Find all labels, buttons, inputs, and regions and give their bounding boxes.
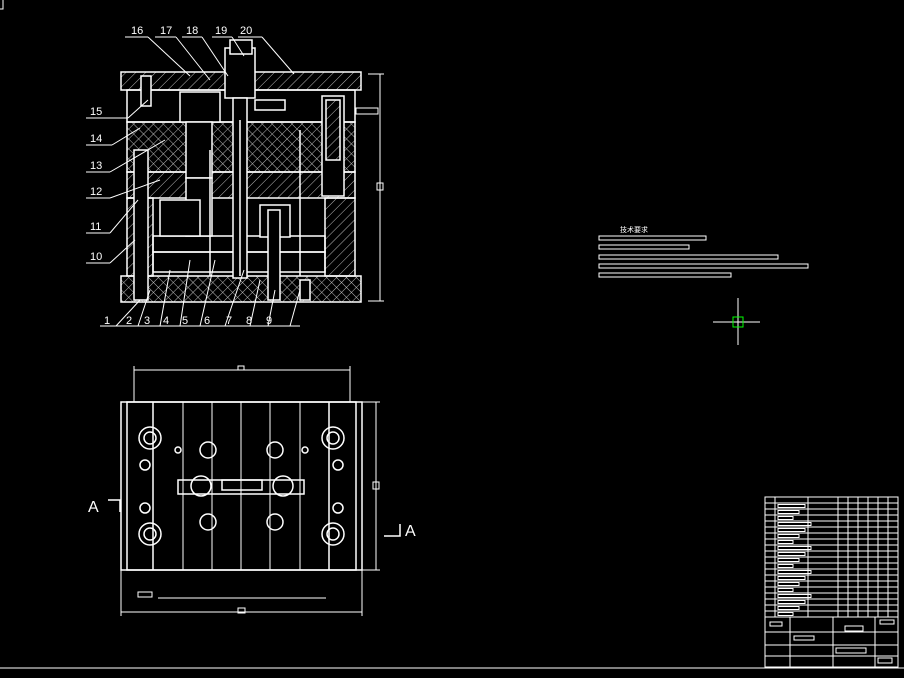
part-number-18: 18 [186, 25, 198, 37]
notes-title: 技术要求 [620, 225, 648, 234]
bom-cell-text [777, 534, 800, 538]
part-number-15: 15 [90, 106, 102, 118]
section-view [120, 39, 384, 303]
bom-cell-text [777, 546, 812, 550]
part-number-4: 4 [163, 315, 169, 327]
part-number-7: 7 [226, 315, 232, 327]
part-number-13: 13 [90, 160, 102, 172]
bom-cell-text [777, 594, 812, 598]
bom-cell-text [777, 612, 794, 616]
part-numbers: 15 14 13 12 11 10 16 17 18 19 20 1 2 3 4… [90, 25, 272, 327]
bom-cell-text [777, 516, 794, 520]
part-number-19: 19 [215, 25, 227, 37]
bom-cell-text [777, 564, 794, 568]
note-line [598, 263, 809, 269]
part-number-6: 6 [204, 315, 210, 327]
bom-cell-text [777, 558, 800, 562]
bom-cell-text [777, 528, 806, 532]
part-number-11: 11 [90, 221, 101, 233]
bom-cell-text [777, 600, 806, 604]
crosshair-cursor-icon [713, 298, 760, 345]
note-line [598, 254, 779, 260]
part-number-16: 16 [131, 25, 143, 37]
technical-notes: 技术要求 [598, 225, 809, 278]
bom-cell-text [777, 582, 800, 586]
part-number-2: 2 [126, 315, 132, 327]
bom-cell-text [777, 510, 800, 514]
part-number-3: 3 [144, 315, 150, 327]
part-number-10: 10 [90, 251, 102, 263]
title-block [764, 496, 899, 668]
bom-cell-text [777, 522, 812, 526]
part-number-20: 20 [240, 25, 252, 37]
bom-cell-text [777, 606, 800, 610]
plan-view [108, 365, 401, 616]
note-line [598, 272, 732, 278]
note-line [598, 235, 707, 241]
bom-cell-text [777, 576, 806, 580]
bom-cell-text [777, 504, 806, 508]
part-number-17: 17 [160, 25, 172, 37]
note-line [598, 244, 690, 250]
bom-cell-text [777, 540, 794, 544]
section-marker-left: A [88, 499, 99, 516]
part-number-5: 5 [182, 315, 188, 327]
part-number-8: 8 [246, 315, 252, 327]
bom-cell-text [777, 588, 794, 592]
section-marker-right: A [405, 523, 416, 540]
part-number-9: 9 [266, 315, 272, 327]
part-number-1: 1 [104, 315, 110, 327]
part-number-12: 12 [90, 186, 102, 198]
bom-cell-text [777, 552, 806, 556]
bom-cell-text [777, 570, 812, 574]
part-number-14: 14 [90, 133, 102, 145]
leader-lines [86, 36, 301, 327]
